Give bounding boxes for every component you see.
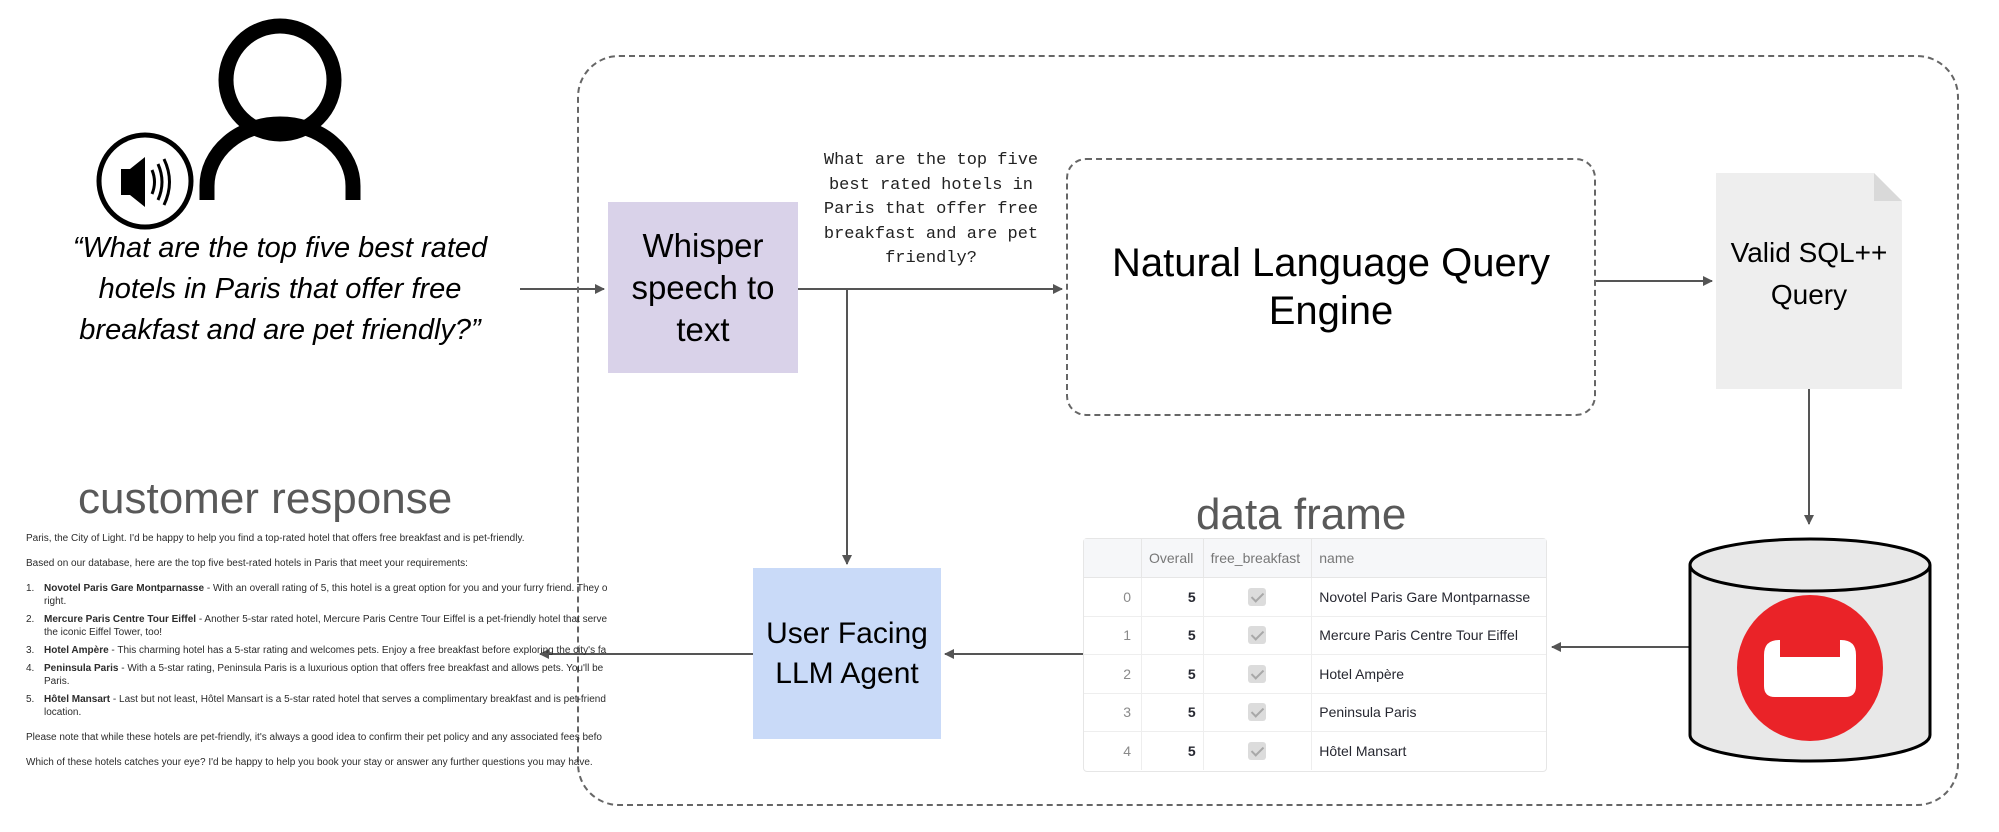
hotel-list-item: 3. Hotel Ampère - This charming hotel ha… [26, 645, 607, 656]
overall-cell: 5 [1141, 693, 1204, 732]
customer-response-text: Paris, the City of Light. I'd be happy t… [26, 532, 608, 782]
row-index: 4 [1084, 731, 1142, 770]
checkbox-checked-icon [1248, 587, 1267, 606]
table-row: 4 5 Hôtel Mansart [1084, 731, 1546, 770]
user-question-text: “What are the top five best rated hotels… [72, 232, 488, 346]
table-row: 0 5 Novotel Paris Gare Montparnasse [1084, 577, 1546, 617]
checkbox-checked-icon [1248, 664, 1267, 683]
free-breakfast-cell [1203, 616, 1313, 655]
couchbase-logo-icon [1737, 595, 1883, 741]
hotel-name-cell: Novotel Paris Gare Montparnasse [1311, 577, 1546, 617]
response-lead: Based on our database, here are the top … [26, 558, 468, 569]
table-row: 2 5 Hotel Ampère [1084, 654, 1546, 694]
connectors [520, 276, 1814, 659]
nlq-engine-label: Natural Language Query Engine [1111, 241, 1551, 333]
row-index: 3 [1084, 693, 1142, 732]
sql-document-icon [1716, 173, 1902, 389]
hotel-name: Mercure Paris Centre Tour Eiffel [44, 614, 197, 625]
row-index: 0 [1084, 577, 1142, 617]
whisper-label: Whisper speech to text [631, 226, 775, 348]
column-header: free_breakfast [1203, 539, 1313, 578]
table-row: 3 5 Peninsula Paris [1084, 693, 1546, 732]
column-header: Overall [1141, 539, 1204, 578]
free-breakfast-cell [1203, 577, 1313, 617]
hotel-list-item: 5. Hôtel Mansart - Last but not least, H… [26, 694, 606, 718]
hotel-name-cell: Peninsula Paris [1311, 693, 1546, 732]
data-frame-table: Overall free_breakfast name 0 5 Novotel … [1083, 538, 1547, 772]
data-frame-heading: data frame [1196, 490, 1407, 539]
llm-agent-box: User Facing LLM Agent [753, 568, 941, 739]
sql-query-label: Valid SQL++ Query [1730, 237, 1888, 310]
table-header-row: Overall free_breakfast name [1084, 539, 1546, 578]
hotel-name-cell: Hôtel Mansart [1319, 742, 1407, 759]
llm-agent-label: User Facing LLM Agent [766, 616, 928, 690]
checkbox-checked-icon [1248, 741, 1267, 760]
free-breakfast-cell [1203, 693, 1313, 732]
checkbox-checked-icon [1248, 626, 1267, 645]
nlq-engine-box: Natural Language Query Engine [1066, 158, 1596, 416]
whisper-box: Whisper speech to text [608, 202, 798, 373]
free-breakfast-cell [1203, 731, 1313, 770]
overall-cell: 5 [1141, 654, 1204, 694]
hotel-name: Hotel Ampère [44, 645, 109, 656]
hotel-list-item: 4. Peninsula Paris - With a 5-star ratin… [26, 663, 604, 687]
column-header: name [1311, 539, 1546, 578]
overall-cell: 5 [1141, 577, 1204, 617]
transcribed-query-text: What are the top five best rated hotels … [823, 151, 1039, 268]
checkbox-checked-icon [1248, 703, 1267, 722]
hotel-name: Novotel Paris Gare Montparnasse [44, 583, 205, 594]
overall-cell: 5 [1141, 616, 1204, 655]
overall-cell: 5 [1141, 731, 1204, 770]
hotel-list-item: 2. Mercure Paris Centre Tour Eiffel - An… [26, 614, 608, 638]
hotel-name-cell: Hotel Ampère [1311, 654, 1546, 694]
table-row: 1 5 Mercure Paris Centre Tour Eiffel [1084, 616, 1546, 655]
response-intro: Paris, the City of Light. I'd be happy t… [26, 533, 525, 544]
customer-response-heading: customer response [78, 474, 453, 523]
column-header [1084, 539, 1142, 578]
row-index: 1 [1084, 616, 1142, 655]
free-breakfast-cell [1203, 654, 1313, 694]
hotel-name: Hôtel Mansart [44, 694, 111, 705]
row-index: 2 [1084, 654, 1142, 694]
hotel-name-cell: Mercure Paris Centre Tour Eiffel [1311, 616, 1546, 655]
response-closing: Which of these hotels catches your eye? … [26, 757, 593, 768]
hotel-list-item: 1. Novotel Paris Gare Montparnasse - Wit… [26, 583, 608, 607]
hotel-name: Peninsula Paris [44, 663, 119, 674]
person-icon [199, 18, 361, 200]
system-boundary [577, 55, 1959, 806]
response-note: Please note that while these hotels are … [26, 732, 602, 743]
speaker-icon [96, 132, 194, 230]
hotel-list: 1. Novotel Paris Gare Montparnasse - Wit… [26, 582, 608, 719]
